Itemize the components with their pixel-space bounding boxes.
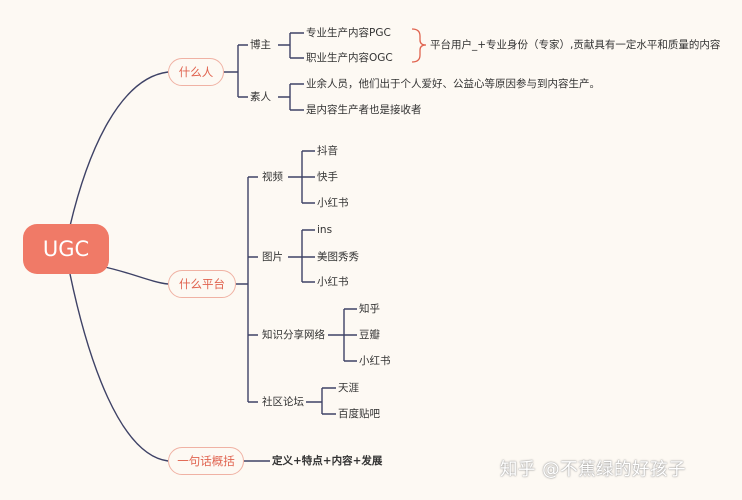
node-xiaohongshu-knowledge[interactable]: 小红书 — [359, 355, 391, 367]
root-node[interactable]: UGC — [23, 224, 109, 274]
branch-node-platform[interactable]: 什么平台 — [168, 270, 236, 298]
branch-node-summary[interactable]: 一句话概括 — [168, 447, 244, 475]
node-douban[interactable]: 豆瓣 — [359, 329, 380, 341]
node-forum[interactable]: 社区论坛 — [262, 396, 304, 408]
node-suren-role[interactable]: 是内容生产者也是接收者 — [306, 104, 422, 116]
node-video[interactable]: 视频 — [262, 171, 283, 183]
node-xiaohongshu-image[interactable]: 小红书 — [317, 276, 349, 288]
node-meitu[interactable]: 美图秀秀 — [317, 251, 359, 263]
node-xiaohongshu-video[interactable]: 小红书 — [317, 197, 349, 209]
note-bozhu: 平台用户_+专业身份（专家）,贡献具有一定水平和质量的内容 — [430, 39, 721, 51]
node-ins[interactable]: ins — [317, 224, 333, 236]
branch-node-who[interactable]: 什么人 — [168, 58, 224, 86]
node-image[interactable]: 图片 — [262, 251, 283, 263]
node-suren[interactable]: 素人 — [250, 91, 271, 103]
node-suren-desc[interactable]: 业余人员，他们出于个人爱好、公益心等原因参与到内容生产。 — [306, 78, 600, 90]
node-knowledge[interactable]: 知识分享网络 — [262, 329, 325, 341]
node-ogc[interactable]: 职业生产内容OGC — [306, 52, 393, 64]
node-zhihu[interactable]: 知乎 — [359, 303, 380, 315]
node-baidu-tieba[interactable]: 百度贴吧 — [338, 408, 380, 420]
watermark: 知乎 @不蕉绿的好孩子 — [500, 460, 687, 480]
node-kuaishou[interactable]: 快手 — [317, 171, 338, 183]
node-douyin[interactable]: 抖音 — [317, 145, 338, 157]
node-bozhu[interactable]: 博主 — [250, 39, 271, 51]
node-tianya[interactable]: 天涯 — [338, 382, 359, 394]
node-summary-text[interactable]: 定义+特点+内容+发展 — [272, 455, 383, 467]
node-pgc[interactable]: 专业生产内容PGC — [306, 27, 391, 39]
